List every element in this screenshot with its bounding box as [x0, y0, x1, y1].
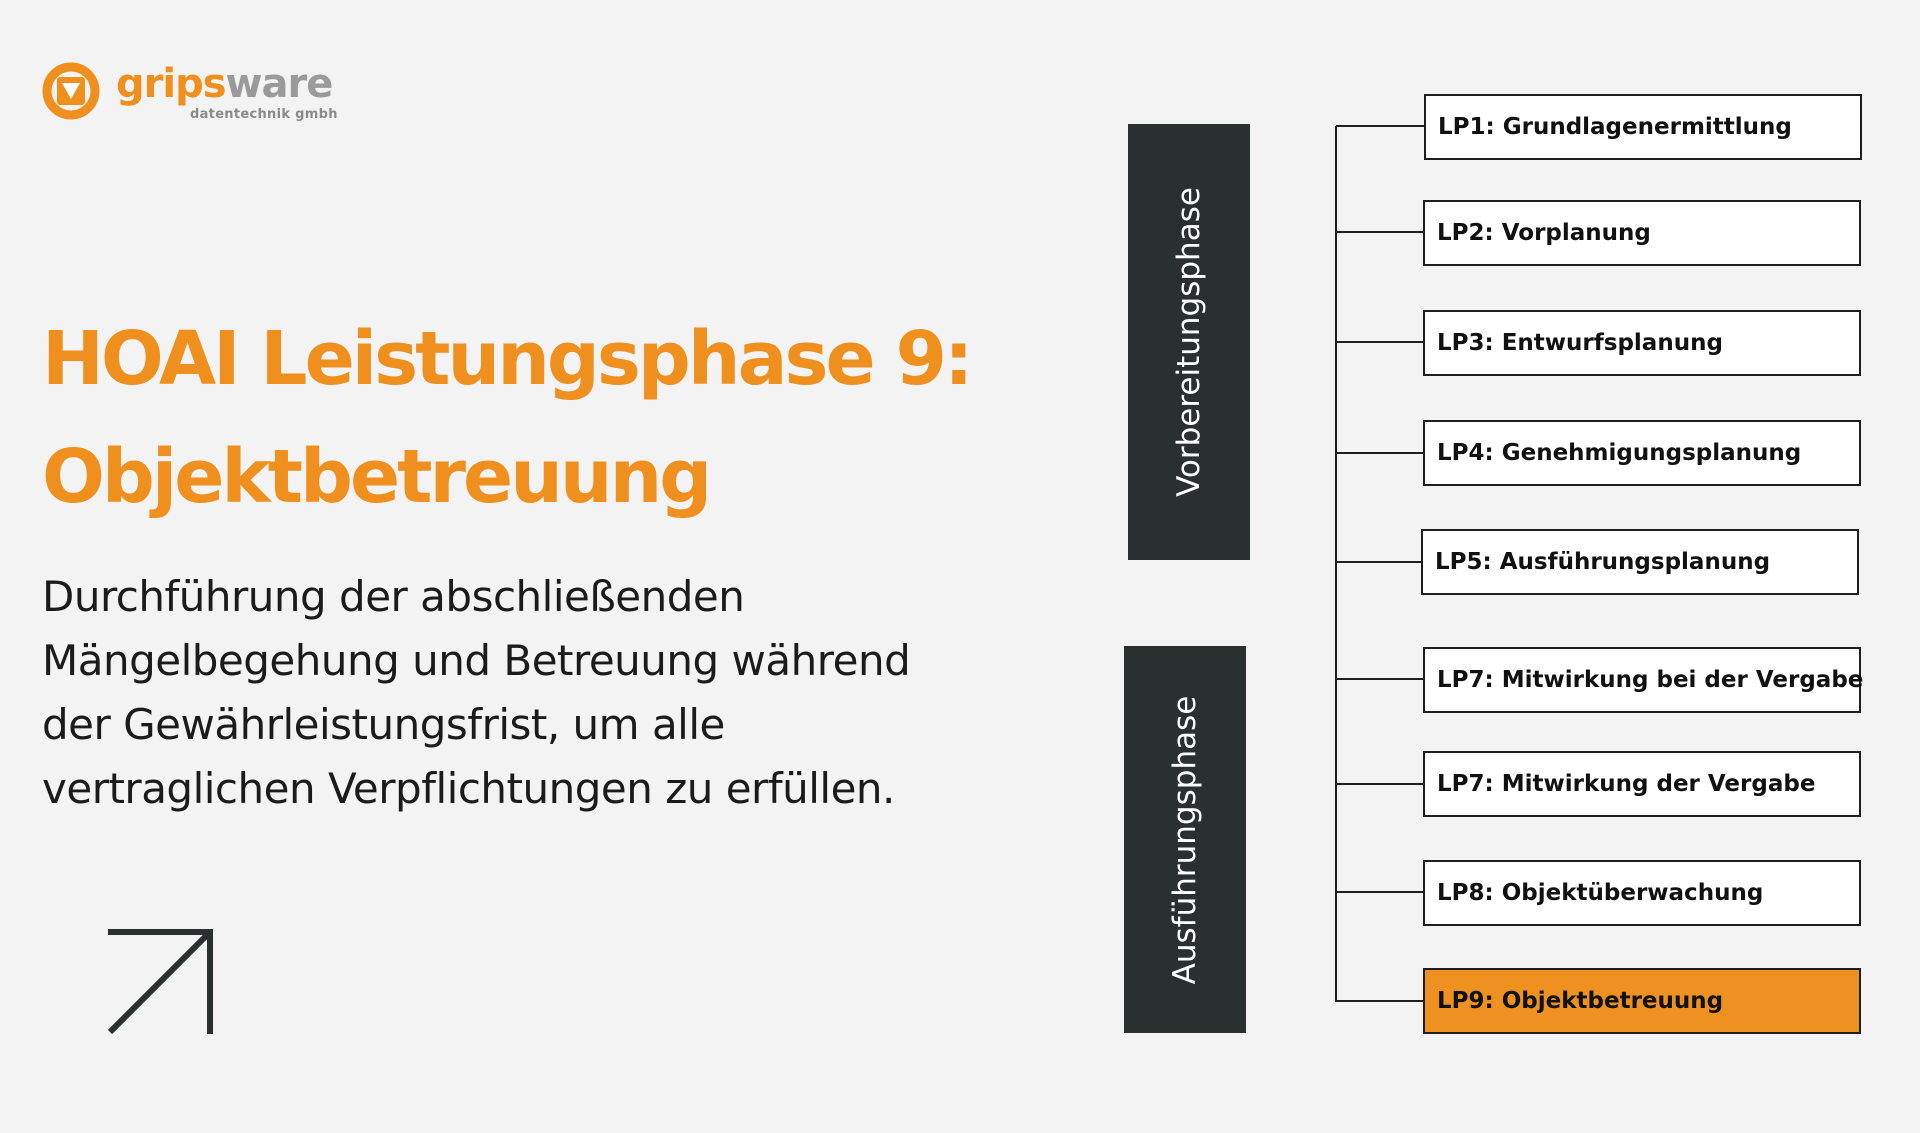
gripsware-logo-icon [42, 62, 100, 120]
lp1-box: LP1: Grundlagenermittlung [1424, 94, 1862, 160]
description-line-2: Mängelbegehung und Betreuung während [42, 636, 911, 685]
lp7-mitwirkung-box: LP7: Mitwirkung der Vergabe [1423, 751, 1861, 817]
lp9-box-active: LP9: Objektbetreuung [1423, 968, 1861, 1034]
page-title: HOAI Leistungsphase 9: Objektbetreuung [42, 300, 974, 536]
lp1-label: LP1: Grundlagenermittlung [1438, 114, 1792, 140]
description-line-4: vertraglichen Verpflichtungen zu erfülle… [42, 764, 895, 813]
arrow-up-right-icon [107, 929, 213, 1035]
logo-wordmark-part1: grips [116, 61, 227, 107]
page-title-line-1: HOAI Leistungsphase 9: [42, 316, 974, 402]
phase-label-ausfuehrung: Ausführungsphase [1167, 695, 1203, 984]
description-line-3: der Gewährleistungsfrist, um alle [42, 700, 725, 749]
lp5-label: LP5: Ausführungsplanung [1435, 549, 1771, 575]
lp7-vergabe-box: LP7: Mitwirkung bei der Vergabe [1423, 647, 1864, 713]
lp2-box: LP2: Vorplanung [1423, 200, 1861, 266]
lp8-label: LP8: Objektüberwachung [1437, 880, 1764, 906]
lp4-label: LP4: Genehmigungsplanung [1437, 440, 1802, 466]
company-logo[interactable]: gripsware datentechnik gmbh [42, 58, 342, 128]
lp4-box: LP4: Genehmigungsplanung [1423, 420, 1861, 486]
phase-bar-ausfuehrung: Ausführungsphase [1124, 646, 1246, 1033]
lp9-label: LP9: Objektbetreuung [1437, 988, 1724, 1014]
lp2-label: LP2: Vorplanung [1437, 220, 1651, 246]
description-line-1: Durchführung der abschließenden [42, 572, 745, 621]
page-title-line-2: Objektbetreuung [42, 434, 712, 520]
lp3-box: LP3: Entwurfsplanung [1423, 310, 1861, 376]
lp5-box: LP5: Ausführungsplanung [1421, 529, 1859, 595]
phase-label-vorbereitung: Vorbereitungsphase [1171, 187, 1207, 497]
description-text: Durchführung der abschließenden Mängelbe… [42, 565, 942, 821]
phase-bar-vorbereitung: Vorbereitungsphase [1128, 124, 1250, 560]
lp8-box: LP8: Objektüberwachung [1423, 860, 1861, 926]
logo-wordmark: gripsware [116, 60, 334, 108]
lp3-label: LP3: Entwurfsplanung [1437, 330, 1723, 356]
logo-tagline: datentechnik gmbh [190, 107, 338, 122]
lp7-mitwirkung-label: LP7: Mitwirkung der Vergabe [1437, 771, 1816, 797]
lp7-vergabe-label: LP7: Mitwirkung bei der Vergabe [1437, 667, 1864, 693]
logo-wordmark-part2: ware [225, 61, 334, 107]
